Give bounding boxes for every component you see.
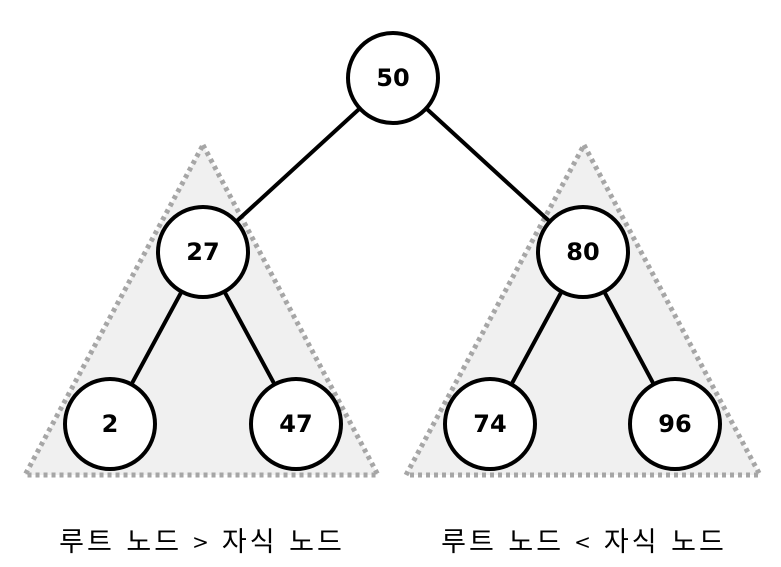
- left-caption-operator: >: [192, 530, 212, 554]
- node-circle-right-left: [443, 377, 537, 471]
- right-caption-operator: <: [574, 530, 594, 554]
- tree-node-right: 80: [536, 205, 630, 299]
- node-circle-left-right: [249, 377, 343, 471]
- node-value-right-right: 96: [658, 410, 691, 438]
- node-circle-right-right: [628, 377, 722, 471]
- node-value-right: 80: [566, 238, 599, 266]
- tree-node-left-left: 2: [63, 377, 157, 471]
- tree-node-right-right: 96: [628, 377, 722, 471]
- tree-node-left: 27: [156, 205, 250, 299]
- right-caption-lhs: 루트 노드: [441, 527, 565, 558]
- node-value-root: 50: [376, 64, 409, 92]
- tree-node-root: 50: [346, 31, 440, 125]
- right-subtree-caption: 루트 노드 < 자식 노드: [404, 520, 764, 564]
- right-caption-rhs: 자식 노드: [603, 527, 727, 558]
- node-value-left-right: 47: [279, 410, 312, 438]
- left-subtree-caption: 루트 노드 > 자식 노드: [22, 520, 382, 564]
- node-value-left-left: 2: [102, 410, 119, 438]
- node-circle-root: [346, 31, 440, 125]
- left-caption-rhs: 자식 노드: [221, 527, 345, 558]
- left-caption-lhs: 루트 노드: [59, 527, 183, 558]
- node-value-left: 27: [186, 238, 219, 266]
- node-circle-left-left: [63, 377, 157, 471]
- node-circle-right: [536, 205, 630, 299]
- node-value-right-left: 74: [473, 410, 506, 438]
- tree-nodes: 50 27 80 2 47 74 96: [63, 31, 722, 471]
- tree-node-right-left: 74: [443, 377, 537, 471]
- tree-node-left-right: 47: [249, 377, 343, 471]
- node-circle-left: [156, 205, 250, 299]
